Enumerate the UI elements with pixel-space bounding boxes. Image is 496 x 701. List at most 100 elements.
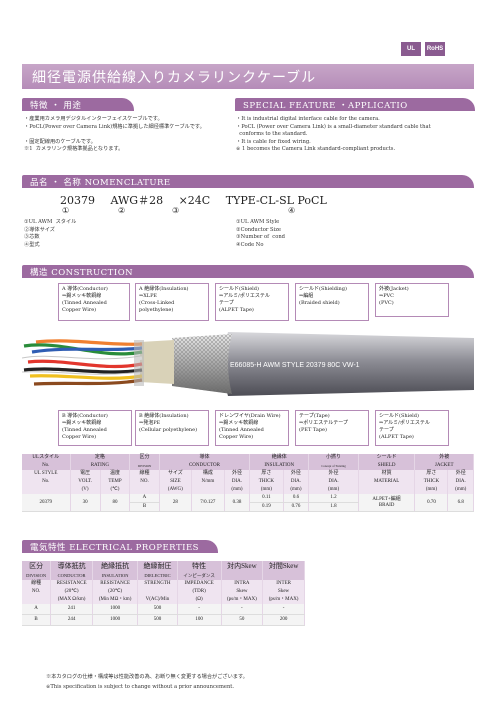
construction-label-line: テープ(Tape) xyxy=(299,413,330,419)
construction-label-box: 外被(Jacket)⇒PVC(PVC) xyxy=(375,283,449,317)
electrical-cell: 1000 xyxy=(92,614,139,626)
spec-h-style: ULスタイル xyxy=(22,454,71,462)
electrical-header-cell: NO. xyxy=(22,588,52,596)
spec-ins-dia-a: 0.6 xyxy=(283,494,310,503)
spec-kind-b: B xyxy=(129,502,160,512)
electrical-header-cell: INSULATION xyxy=(92,572,139,580)
feature-en-line: conforms to the standard. xyxy=(236,131,308,137)
electrical-header-cell: 絶縁抵抗 xyxy=(92,561,139,572)
electrical-header-cell: インピーダンス xyxy=(177,572,222,580)
construction-label-line: テープ xyxy=(219,300,234,306)
construction-label-line: ⇒錫メッキ軟銅線 xyxy=(62,420,102,426)
construction-label-line: (PET Tape) xyxy=(299,427,327,433)
construction-label-line: ⇒錫メッキ軟銅線 xyxy=(62,293,102,299)
spec-hb-5: Concept of Twisting xyxy=(308,462,359,470)
electrical-cell: - xyxy=(262,604,305,615)
spec-ins-thick-b: 0.19 xyxy=(249,502,284,512)
spec-subheader-cell: 厚さ xyxy=(414,470,449,478)
spec-subheader-cell: DIA. xyxy=(447,478,474,486)
electrical-header-cell: 区分 xyxy=(22,561,52,572)
electrical-header-cell: 対間Skew xyxy=(262,561,305,572)
spec-subheader-cell: VOLT. xyxy=(70,478,101,486)
spec-subheader-cell: (mm) xyxy=(414,486,449,494)
spec-subheader-cell: THICK xyxy=(249,478,284,486)
construction-label-box: シールド(Shield)⇒アルミ/ポリエステルテープ(ALPET Tape) xyxy=(375,410,449,446)
electrical-cell: - xyxy=(221,604,264,615)
ul-badge: UL xyxy=(401,42,421,56)
spec-cdia-val: 0.38 xyxy=(224,494,251,512)
spec-subheader-cell: TEMP xyxy=(100,478,131,486)
electrical-header-cell: INTER xyxy=(262,580,305,588)
construction-label-line: シールド(Shield) xyxy=(219,286,259,292)
construction-label-line: (Tinned Annealed xyxy=(62,300,107,306)
electrical-header-cell: V(AC)/Min xyxy=(137,596,178,604)
electrical-cell: 1000 xyxy=(92,604,139,615)
features-en: ・It is industrial digital interface cabl… xyxy=(236,116,476,154)
construction-label-line: ドレンワイヤ(Drain Wire) xyxy=(219,413,281,419)
spec-subheader-cell: 線種 xyxy=(129,470,160,478)
spec-subheader-cell: DIA. xyxy=(224,478,251,486)
construction-label-line: ⇒編組 xyxy=(299,293,314,299)
spec-hb-2: DIVISION xyxy=(129,462,160,470)
construction-label-line: (Tinned Annealed xyxy=(62,427,107,433)
spec-subheader-cell: 厚さ xyxy=(249,470,284,478)
spec-subheader-cell: 温度 xyxy=(100,470,131,478)
spec-h-rating: 定格 xyxy=(70,454,131,462)
spec-shield-line1: ALPET+編組 xyxy=(372,496,401,502)
construction-label-line: (Cellular polyethylene) xyxy=(139,427,198,433)
construction-label-line: ⇒発泡PE xyxy=(139,420,161,426)
construction-label-line: polyethylene) xyxy=(139,307,174,313)
features-heading-en: SPECIAL FEATURE ・APPLICATIO xyxy=(235,98,475,111)
footnote-jp: ※本カタログの仕様・構成等は性能改善の為、お断り無く変更する場合がございます。 xyxy=(46,674,248,680)
electrical-heading: 電気特性 ELECTRICAL PROPERTIES xyxy=(22,540,218,553)
electrical-header-cell: DIELECTRIC xyxy=(137,572,178,580)
construction-label-box: B 絶縁体(Insulation)⇒発泡PE(Cellular polyethy… xyxy=(135,410,209,446)
spec-size-val: 28 xyxy=(159,494,193,512)
electrical-cell: A xyxy=(22,604,52,615)
feature-jp-line: ・産業用カメラ用デジタルインターフェイスケーブルです。 xyxy=(24,116,163,122)
construction-label-line: ⇒PVC xyxy=(379,293,394,299)
feature-jp-line: ・PoCL(Power over Camera Link)規格に準拠した細径標準… xyxy=(24,123,205,130)
construction-label-line: テープ xyxy=(379,427,394,433)
construction-label-line: シールド(Shielding) xyxy=(299,286,347,292)
spec-subheader-cell: 外径 xyxy=(283,470,310,478)
spec-subheader-cell: N/mm xyxy=(191,478,225,486)
rohs-badge: RoHS xyxy=(425,42,445,56)
construction-label-line: Copper Wire) xyxy=(62,434,97,440)
spec-subheader-cell: (mm) xyxy=(283,486,310,494)
spec-hb-7: JACKET xyxy=(414,462,474,470)
spec-h-shield: シールド xyxy=(358,454,416,462)
electrical-header-cell: 導体抵抗 xyxy=(50,561,94,572)
electrical-header-cell: STRENGTH xyxy=(137,580,178,588)
spec-h-conductor: 導体 xyxy=(159,454,251,462)
electrical-header-cell: (Ω) xyxy=(177,596,222,604)
electrical-header-cell: 絶縁耐圧 xyxy=(137,561,178,572)
construction-label-line: (Braided shield) xyxy=(299,300,340,306)
nomenclature-jp-item-line: ④型式 xyxy=(24,241,40,248)
spec-strand-val: 7/0.127 xyxy=(191,494,225,512)
feature-en-line: ・It is industrial digital interface cabl… xyxy=(236,116,380,122)
features-jp: ・産業用カメラ用デジタルインターフェイスケーブルです。・PoCL(Power o… xyxy=(24,116,234,154)
electrical-header-cell: DIVISION xyxy=(22,572,52,580)
electrical-cell: B xyxy=(22,614,52,626)
spec-ins-thick-a: 0.11 xyxy=(249,494,284,503)
cable-print: E66085-H AWM STYLE 20379 80C VW-1 xyxy=(230,362,360,369)
spec-style-val: 20379 xyxy=(22,494,71,512)
construction-label-line: (Tinned Annealed xyxy=(219,427,264,433)
construction-label-line: (ALPET Tape) xyxy=(379,434,414,440)
nomenclature-en-item-line: ③Number of cond xyxy=(236,234,286,240)
electrical-header-cell: (ps/m・MAX) xyxy=(262,596,305,604)
spec-subheader-cell: 材質 xyxy=(358,470,416,478)
electrical-header-cell: Skew xyxy=(221,588,264,596)
spec-subheader-cell: NO. xyxy=(129,478,160,486)
electrical-header-cell: RESISTANCE xyxy=(92,580,139,588)
construction-label-line: (Cross-Linked xyxy=(139,300,175,306)
construction-heading: 構造 CONSTRUCTION xyxy=(22,265,474,278)
spec-subheader-cell: 外径 xyxy=(447,470,474,478)
spec-h-division: 区分 xyxy=(129,454,160,462)
spec-hb-0: No. xyxy=(22,462,71,470)
nomenclature-jp-item-line: ③芯数 xyxy=(24,234,40,240)
